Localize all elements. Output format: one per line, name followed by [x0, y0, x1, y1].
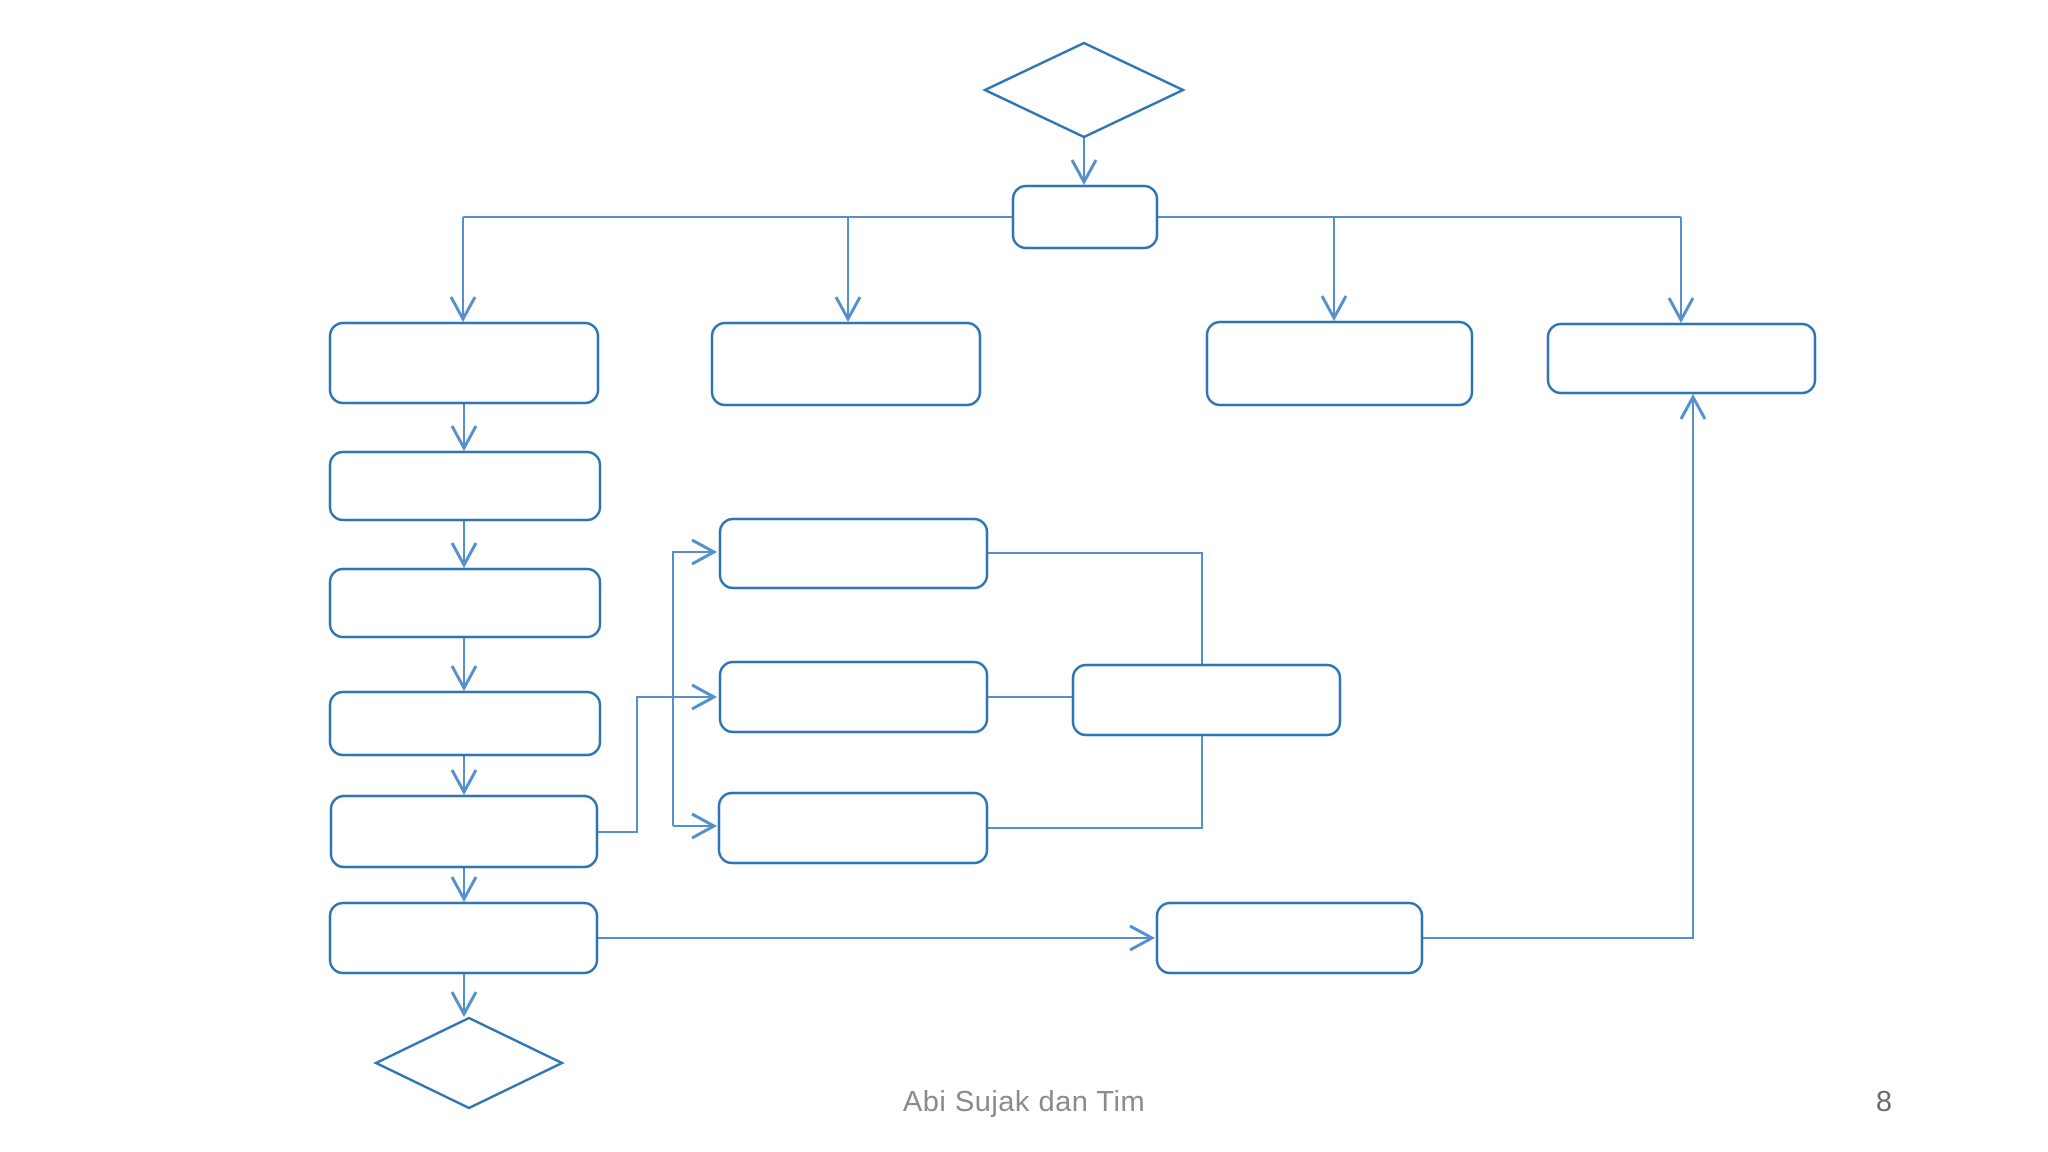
- connector-result-to-branch-4: [1422, 393, 1707, 939]
- flowchart-node-collector-box: [1071, 663, 1342, 737]
- connector-step-5-to-sub-2: [597, 683, 718, 833]
- connector-sub-1-to-collector: [987, 552, 1203, 664]
- flowchart-node-branch-1-step-3: [328, 567, 602, 639]
- flowchart-node-branch-1-step-6: [328, 901, 599, 975]
- flowchart-node-end-diamond: [373, 1016, 565, 1110]
- flowchart-node-branch-4-box: [1546, 322, 1817, 395]
- flowchart-node-result-box: [1155, 901, 1424, 975]
- flowchart-node-branch-1-step-2: [328, 450, 602, 522]
- flowchart-node-branch-3-box: [1205, 320, 1474, 407]
- flowchart-node-branch-1-step-4: [328, 690, 602, 757]
- flowchart-node-branch-1-step-1: [328, 321, 600, 405]
- flowchart-node-hub-process: [1011, 184, 1159, 250]
- flowchart-node-sub-box-3: [717, 791, 989, 865]
- flowchart-node-start-diamond: [982, 41, 1186, 139]
- footer-author-text: Abi Sujak dan Tim: [902, 1086, 1146, 1118]
- connector-sub-3-to-collector: [987, 736, 1203, 829]
- node-layer: [328, 41, 1817, 1110]
- flowchart-node-branch-2-box: [710, 321, 982, 407]
- flowchart-node-sub-box-1: [718, 517, 989, 590]
- connector-layer: [449, 137, 1707, 1018]
- page-number: 8: [1875, 1086, 1893, 1118]
- flowchart-node-branch-1-step-5: [329, 794, 599, 869]
- flowchart-node-sub-box-2: [718, 660, 989, 734]
- connector-split-to-sub-1: [672, 538, 718, 826]
